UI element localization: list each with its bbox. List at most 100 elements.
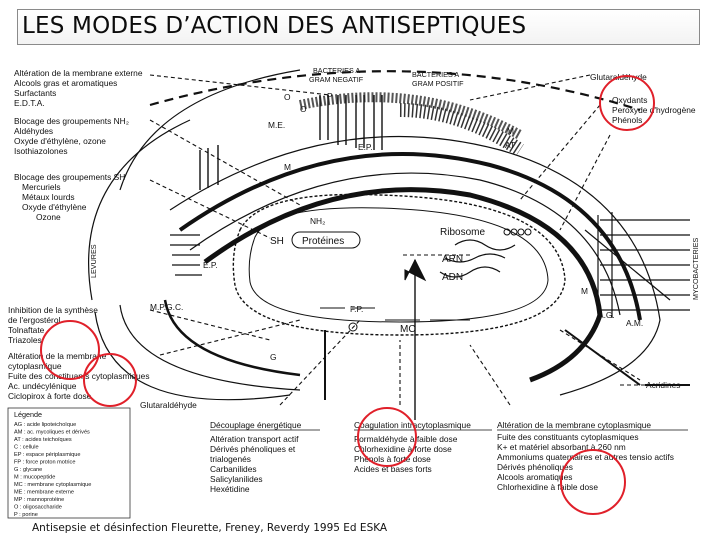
label-m-inner: M — [284, 162, 291, 172]
legend-item: P : porine — [14, 512, 38, 518]
legend-item: O : oligosaccharide — [14, 505, 62, 511]
label-o-left: O — [284, 92, 291, 102]
legend-item: M : mucopeptide — [14, 475, 55, 481]
highlight-circles — [40, 75, 655, 515]
label-acridines: Acridines — [646, 380, 680, 390]
label-alteration-externe: Altération de la membrane externe — [14, 68, 143, 78]
label-gram-pos-1: BACTERIES A — [412, 70, 459, 79]
label-proteines: Protéines — [302, 236, 344, 247]
label-gram-pos-2: GRAM POSITIF — [412, 79, 464, 88]
legend-item: AT : acides teichoïques — [14, 437, 72, 443]
label-adn: ADN — [442, 272, 463, 283]
label-edta: E.D.T.A. — [14, 98, 45, 108]
label-tolnaftate: Tolnaftate — [8, 325, 45, 335]
left-labels: Altération de la membrane externe Alcool… — [8, 68, 197, 410]
energy-item: Dérivés phénoliques et — [210, 444, 296, 454]
label-at: AT — [505, 140, 515, 150]
cyto-item: Alcools aromatiques — [497, 472, 572, 482]
cyto-title: Altération de la membrane cytoplasmique — [497, 420, 651, 430]
legend-item: C : cellule — [14, 445, 39, 451]
energy-item: trialogenés — [210, 454, 251, 464]
label-isothiazolones: Isothiazolones — [14, 146, 68, 156]
label-oxyde: Oxyde d'éthylène — [22, 202, 87, 212]
cyto-item: Ammoniums quaternaires et autres tensio … — [497, 452, 674, 462]
coag-item: Acides et bases forts — [354, 464, 432, 474]
label-fp: F.P. — [350, 304, 363, 314]
label-arn: ARN — [442, 254, 463, 265]
label-ep-top: E.P. — [358, 142, 373, 152]
legend: Légende AG : acide lipoteichoïque AM : a… — [7, 407, 131, 519]
label-blocage-nh2: Blocage des groupements NH₂ — [14, 116, 129, 126]
label-ozone: Ozone — [36, 212, 61, 222]
label-fuite: Fuite des constituants cytoplasmiques — [8, 371, 150, 381]
legend-title: Légende — [14, 410, 42, 419]
legend-item: FP : force proton motrice — [14, 460, 75, 466]
bottom-cyto-membrane: Altération de la membrane cytoplasmique … — [497, 420, 688, 492]
label-oxydants: Oxydants — [612, 95, 647, 105]
bottom-coagulation: Coagulation intracytoplasmique Formaldéh… — [354, 420, 492, 474]
legend-item: G : glycane — [14, 467, 42, 473]
energy-item: Altération transport actif — [210, 434, 299, 444]
cyto-item: K+ et matériel absorbant à 260 nm — [497, 442, 626, 452]
highlight-coagulation — [357, 407, 417, 467]
label-ep-left: E.P. — [203, 260, 218, 270]
diagram-labels: BACTERIES A GRAM NEGATIF BACTERIES A GRA… — [89, 66, 700, 362]
coag-item: Chlorhexidine à forte dose — [354, 444, 452, 454]
solid-separators — [324, 229, 690, 400]
label-ac-undecylenique: Ac. undécylénique — [8, 381, 77, 391]
cyto-item: Fuite des constituants cytoplasmiques — [497, 432, 639, 442]
label-sh: SH — [270, 236, 284, 247]
cyto-item: Dérivés phénoliques — [497, 462, 573, 472]
label-cytoplasmique: cytoplasmique — [8, 361, 62, 371]
label-glutaraldehyde-left: Glutaraldéhyde — [140, 400, 197, 410]
label-oxyde-ozone: Oxyde d'éthylène, ozone — [14, 136, 106, 146]
label-alteration-cyto: Altération de la membrane — [8, 351, 107, 361]
energy-item: Hexétidine — [210, 484, 250, 494]
legend-item: EP : espace périplasmique — [14, 452, 80, 458]
source-citation: Antisepsie et désinfection Fleurette, Fr… — [32, 522, 388, 534]
label-m-right: M — [507, 126, 514, 136]
label-mycobacteries: MYCOBACTERIES — [691, 237, 700, 300]
label-inhibition: Inhibition de la synthèse — [8, 305, 98, 315]
label-o-mid: O — [300, 104, 307, 114]
label-surfactants: Surfactants — [14, 88, 56, 98]
label-gram-neg-1: BACTERIES A — [313, 66, 360, 75]
label-g: G — [270, 352, 277, 362]
highlight-fuite — [83, 353, 137, 407]
label-phenols: Phénols — [612, 115, 642, 125]
cell-envelopes — [88, 69, 690, 401]
label-ribosome: Ribosome — [440, 227, 485, 238]
label-aldehydes: Aldéhydes — [14, 126, 53, 136]
energy-item: Carbanilides — [210, 464, 257, 474]
highlight-oxydants — [599, 75, 655, 131]
label-levures: LEVURES — [89, 244, 98, 278]
legend-item: MP : mannoprotéine — [14, 497, 64, 503]
label-triazoles: Triazoles — [8, 335, 42, 345]
highlight-alteration-cyto — [40, 320, 100, 380]
label-ag: A.G. — [598, 310, 615, 320]
label-nh2: NH₂ — [310, 216, 325, 226]
label-gram-neg-2: GRAM NEGATIF — [309, 75, 364, 84]
label-ciclopirox: Ciclopirox à forte dose — [8, 391, 92, 401]
highlight-ammoniums — [560, 449, 626, 515]
label-mercuriels: Mercuriels — [22, 182, 61, 192]
label-blocage-sh: Blocage des groupements SH — [14, 172, 125, 182]
page-title: LES MODES D’ACTION DES ANTISEPTIQUES — [22, 13, 527, 39]
label-am: A.M. — [626, 318, 643, 328]
energy-title: Découplage énergétique — [210, 420, 302, 430]
label-p: P — [327, 91, 333, 101]
energy-item: Salicylanilides — [210, 474, 263, 484]
label-mc: MC — [400, 324, 416, 335]
legend-item: AG : acide lipoteichoïque — [14, 422, 76, 428]
title-bar: LES MODES D’ACTION DES ANTISEPTIQUES — [17, 9, 700, 45]
label-alcools: Alcools gras et aromatiques — [14, 78, 117, 88]
label-metaux: Métaux lourds — [22, 192, 75, 202]
label-me: M.E. — [268, 120, 285, 130]
bottom-energy: Découplage énergétique Altération transp… — [210, 420, 320, 494]
legend-item: MC : membrane cytoplasmique — [14, 482, 91, 488]
coag-item: Formaldéhyde à faible dose — [354, 434, 458, 444]
legend-item: ME : membrane externe — [14, 490, 74, 496]
legend-item: AM : ac. mycoliques et dérivés — [14, 430, 90, 436]
label-ergosterol: de l'ergostérol — [8, 315, 60, 325]
